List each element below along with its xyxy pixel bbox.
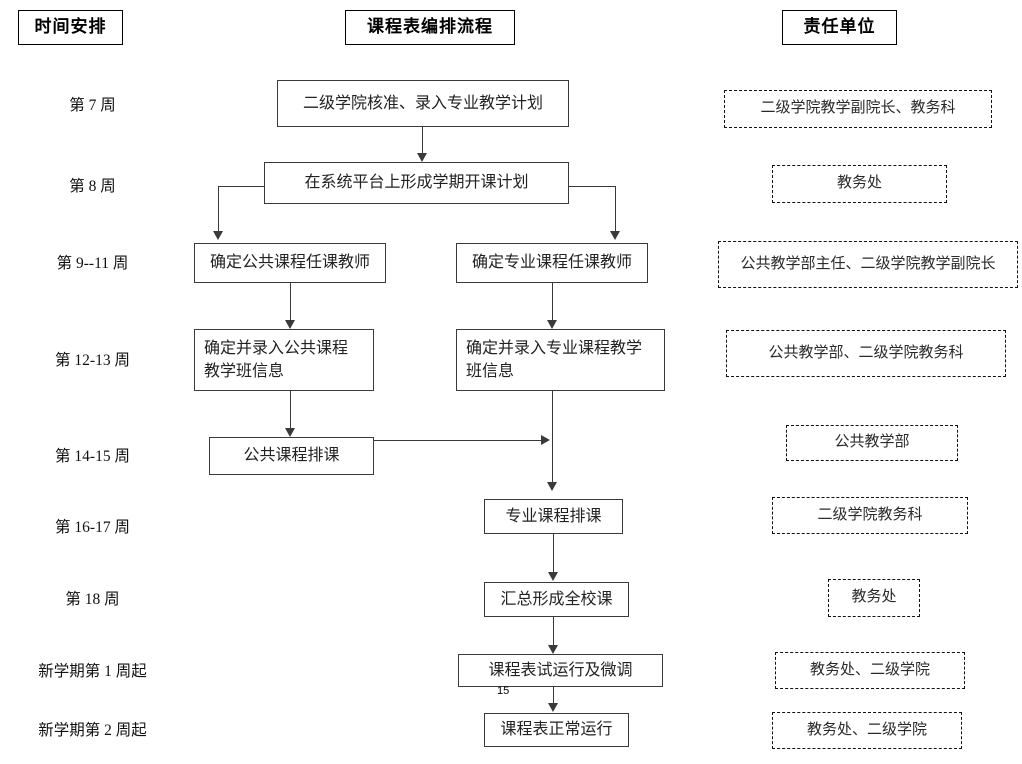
column-header-time: 时间安排 [18, 10, 123, 45]
connector-public-teachers-to-class-info [290, 283, 291, 322]
responsible-box-week12-13: 公共教学部、二级学院教务科 [726, 330, 1006, 377]
time-label-week14-15: 第 14-15 周 [55, 447, 130, 465]
process-box-semester-course-plan: 在系统平台上形成学期开课计划 [264, 162, 569, 204]
page-number: 15 [497, 685, 510, 697]
time-label-week9-11: 第 9--11 周 [56, 254, 129, 272]
connector-public-to-major-merge [374, 440, 543, 441]
arrow-down-icon [548, 572, 558, 581]
time-label-week12-13: 第 12-13 周 [55, 351, 130, 369]
responsible-box-week7: 二级学院教学副院长、教务科 [724, 90, 992, 128]
arrow-down-icon [548, 645, 558, 654]
connector-plan-to-platform [422, 127, 423, 156]
process-box-assign-public-course-teachers: 确定公共课程任课教师 [194, 243, 386, 283]
arrow-down-icon [417, 153, 427, 162]
arrow-down-icon [610, 231, 620, 240]
responsible-box-new-term-week2: 教务处、二级学院 [772, 712, 962, 749]
responsible-box-week14-15: 公共教学部 [786, 425, 958, 461]
connector-public-class-info-to-scheduling [290, 391, 291, 432]
connector-major-scheduling-to-summary [553, 534, 554, 576]
connector-trial-run-to-normal-run [553, 687, 554, 707]
process-box-record-public-class-info: 确定并录入公共课程 教学班信息 [194, 329, 374, 391]
connector-branch-right-vertical [615, 186, 616, 234]
arrow-down-icon [547, 320, 557, 329]
process-box-consolidate-school-timetable: 汇总形成全校课 [484, 582, 629, 617]
responsible-box-week18: 教务处 [828, 579, 920, 617]
process-box-record-major-class-info: 确定并录入专业课程教学 班信息 [456, 329, 665, 391]
connector-branch-left-vertical [218, 186, 219, 234]
arrow-down-icon [285, 320, 295, 329]
arrow-down-icon [213, 231, 223, 240]
process-line-2: 班信息 [466, 363, 515, 380]
process-box-assign-major-course-teachers: 确定专业课程任课教师 [456, 243, 648, 283]
arrow-down-icon [285, 428, 295, 437]
process-line-2: 教学班信息 [204, 363, 285, 380]
responsible-box-new-term-week1: 教务处、二级学院 [775, 652, 965, 689]
responsible-box-week9-11: 公共教学部主任、二级学院教学副院长 [718, 241, 1018, 288]
time-label-week18: 第 18 周 [65, 590, 120, 608]
connector-major-class-info-to-major-scheduling [552, 391, 553, 485]
process-line-1: 确定并录入公共课程 [204, 339, 349, 357]
connector-summary-to-trial-run [553, 617, 554, 649]
connector-major-teachers-to-class-info [552, 283, 553, 322]
time-label-week8: 第 8 周 [69, 177, 116, 195]
arrow-down-icon [547, 482, 557, 491]
process-box-timetable-normal-run: 课程表正常运行 [484, 713, 629, 747]
process-line-1: 确定并录入专业课程教学 [466, 339, 643, 357]
arrow-down-icon [548, 703, 558, 712]
responsible-box-week16-17: 二级学院教务科 [772, 497, 968, 534]
column-header-responsible: 责任单位 [782, 10, 897, 45]
time-label-week7: 第 7 周 [69, 96, 116, 114]
process-box-timetable-trial-run: 课程表试运行及微调 [458, 654, 663, 687]
process-box-enter-teaching-plan: 二级学院核准、录入专业教学计划 [277, 80, 569, 127]
time-label-new-term-week1: 新学期第 1 周起 [38, 662, 147, 680]
column-header-flow: 课程表编排流程 [345, 10, 515, 45]
connector-branch-left-horizontal [218, 186, 264, 187]
process-box-public-course-scheduling: 公共课程排课 [209, 437, 374, 475]
connector-branch-right-horizontal [569, 186, 616, 187]
responsible-box-week8: 教务处 [772, 165, 947, 203]
time-label-new-term-week2: 新学期第 2 周起 [38, 721, 147, 739]
time-label-week16-17: 第 16-17 周 [55, 518, 130, 536]
process-box-major-course-scheduling: 专业课程排课 [484, 499, 623, 534]
arrow-right-icon [541, 435, 550, 445]
